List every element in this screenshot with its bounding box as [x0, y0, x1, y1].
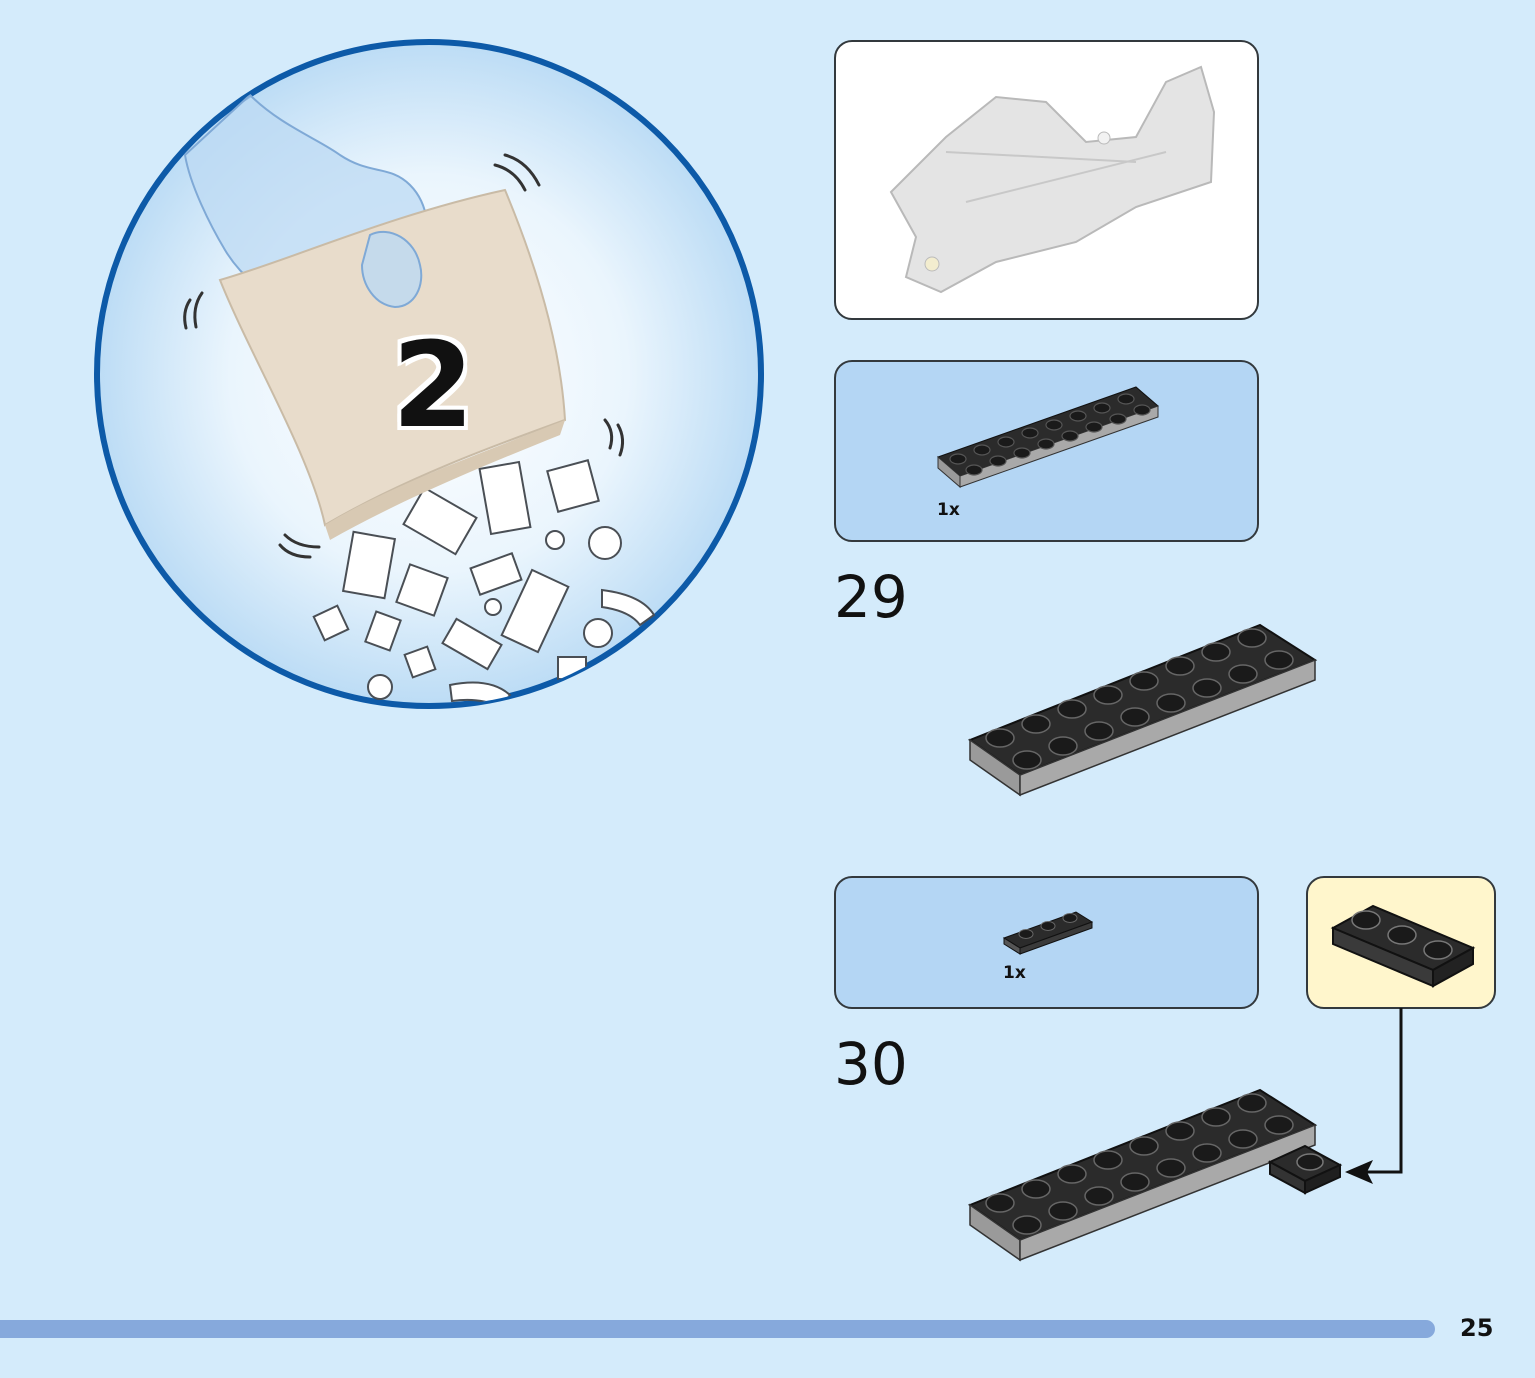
ship-base-preview — [889, 65, 1216, 294]
page-number: 25 — [1460, 1314, 1494, 1342]
step-number-30: 30 — [834, 1030, 908, 1098]
page-progress-bar — [0, 1320, 1435, 1338]
step-30-parts-callout: 1x — [834, 876, 1259, 1009]
plate-2x8-part-icon — [937, 386, 1159, 489]
plate-1x3-detail-icon — [1330, 904, 1476, 988]
bag-number: 2 — [390, 314, 476, 456]
step-30-detail-callout — [1306, 876, 1496, 1009]
step-29-parts-callout: 1x — [834, 360, 1259, 542]
plate-1x3-part-icon — [1002, 911, 1094, 955]
assembly-preview-panel — [834, 40, 1259, 320]
step-29-assembly-plate — [967, 623, 1318, 797]
part-quantity: 1x — [937, 500, 960, 520]
step-number-29: 29 — [834, 563, 908, 631]
step-30-assembly — [967, 1008, 1403, 1262]
bag-opening-illustration: 2 — [90, 35, 770, 715]
bag-bubble-graphic — [94, 39, 764, 709]
part-quantity: 1x — [1003, 963, 1026, 983]
